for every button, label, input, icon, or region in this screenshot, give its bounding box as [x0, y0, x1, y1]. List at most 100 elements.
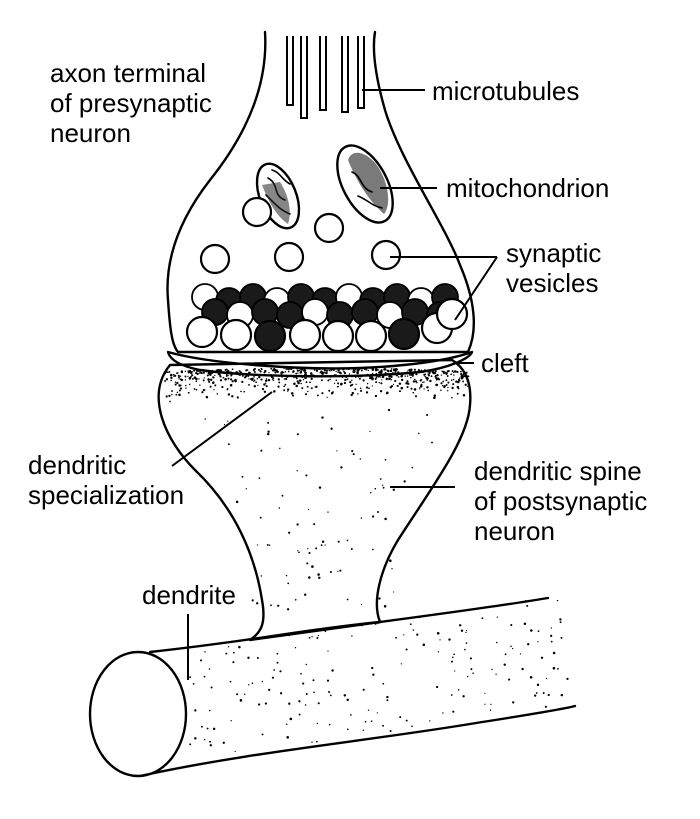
stipple-dot [396, 384, 399, 387]
stipple-dot [526, 604, 529, 607]
stipple-dot [462, 695, 465, 698]
stipple-dot [343, 694, 347, 697]
stipple-dot [495, 673, 497, 675]
stipple-dot [189, 743, 192, 746]
stipple-dot [298, 379, 302, 382]
stipple-dot [279, 447, 281, 450]
stipple-dot [203, 738, 206, 741]
stipple-dot [433, 394, 437, 397]
stipple-dot [205, 395, 209, 399]
stipple-dot [227, 377, 230, 380]
stipple-dot [340, 382, 343, 386]
stipple-dot [241, 374, 244, 377]
synaptic-vesicles [185, 196, 469, 353]
stipple-dot [298, 551, 300, 554]
stipple-dot [442, 370, 445, 374]
stipple-dot [335, 370, 337, 373]
stipple-dot [213, 389, 215, 391]
stipple-dot [366, 382, 369, 385]
stipple-dot [556, 599, 559, 602]
stipple-dot [329, 694, 332, 697]
stipple-dot [185, 384, 187, 387]
stipple-dot [217, 373, 220, 375]
stipple-dot [232, 661, 235, 664]
label-synaptic-vesicles: synaptic vesicles [506, 238, 609, 298]
stipple-dot [191, 374, 194, 377]
stipple-dot [420, 378, 423, 381]
stipple-dot [295, 372, 298, 375]
stipple-dot [406, 382, 410, 386]
stipple-dot [496, 616, 499, 618]
stipple-dot [467, 675, 469, 678]
stipple-dot [372, 548, 374, 551]
stipple-dot [380, 382, 383, 385]
axon-terminal-shape [166, 30, 476, 354]
stipple-dot [206, 374, 209, 377]
stipple-dot [457, 380, 460, 384]
stipple-dot [309, 381, 311, 384]
stipple-dot [524, 600, 527, 603]
stipple-dot [464, 648, 466, 651]
stipple-dot [283, 385, 286, 388]
microtubule [300, 36, 308, 119]
stipple-dot [508, 678, 511, 681]
stipple-dot [435, 377, 438, 380]
stipple-dot [367, 709, 370, 711]
stipple-dot [491, 668, 493, 671]
stipple-dot [456, 385, 459, 389]
dendritic-spine-shape [157, 358, 472, 642]
stipple-dot [189, 676, 192, 679]
stipple-dot [304, 704, 307, 706]
stipple-dot [418, 615, 421, 619]
stipple-dot [213, 381, 215, 383]
stipple-dot [346, 378, 349, 381]
stipple-dot [380, 369, 383, 372]
stipple-dot [253, 375, 255, 378]
stipple-dot [427, 389, 430, 392]
stipple-dot [452, 378, 455, 381]
stipple-dot [422, 381, 424, 383]
stipple-dot [189, 383, 191, 386]
stipple-dot [450, 373, 453, 376]
stipple-dot [260, 449, 263, 452]
stipple-dot [196, 372, 199, 376]
stipple-dot [212, 376, 214, 378]
stipple-dot [374, 487, 377, 490]
stipple-dot [298, 713, 301, 716]
stipple-dot [349, 380, 352, 384]
microtubule [341, 36, 349, 113]
stipple-dot [377, 511, 379, 513]
stipple-dot [386, 699, 389, 702]
dendrite-stipple [189, 599, 569, 753]
stipple-dot [296, 380, 299, 383]
stipple-dot [426, 413, 429, 417]
stipple-dot [177, 374, 180, 377]
stipple-dot [257, 368, 260, 371]
stipple-dot [375, 376, 378, 379]
stipple-dot [398, 382, 402, 385]
stipple-dot [547, 693, 550, 697]
stipple-dot [412, 375, 414, 378]
stipple-dot [348, 373, 351, 375]
stipple-dot [309, 372, 313, 375]
stipple-dot [229, 383, 233, 387]
stipple-dot [379, 478, 382, 480]
stipple-dot [270, 604, 272, 607]
dendrite-shape [88, 596, 577, 778]
stipple-dot [423, 373, 426, 376]
stipple-dot [256, 657, 259, 659]
stipple-dot [273, 669, 275, 671]
stipple-dot [236, 693, 239, 696]
stipple-dot [312, 679, 315, 682]
stipple-dot [214, 384, 217, 387]
stipple-dot [326, 679, 330, 682]
stipple-dot [410, 369, 412, 372]
stipple-dot [287, 388, 290, 391]
stipple-dot [351, 635, 353, 637]
stipple-dot [395, 636, 397, 639]
stipple-dot [187, 375, 189, 378]
stipple-dot [359, 458, 362, 460]
stipple-dot [273, 390, 276, 393]
stipple-dot [178, 378, 180, 380]
stipple-dot [389, 377, 391, 380]
